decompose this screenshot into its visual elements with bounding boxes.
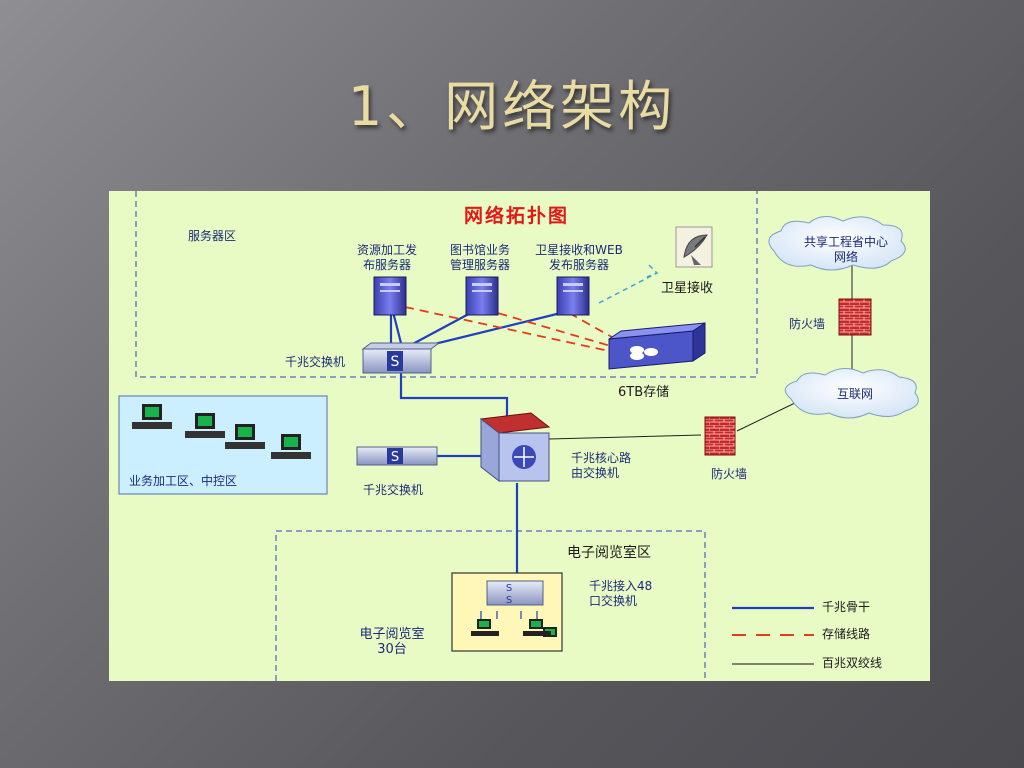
diagram-title: 网络拓扑图 bbox=[464, 205, 570, 227]
server-switch-icon: S bbox=[361, 342, 441, 374]
server-resource-label: 资源加工发布服务器 bbox=[356, 243, 417, 272]
svg-text:S: S bbox=[391, 450, 399, 465]
reading-zone-label: 电子阅览室区 bbox=[567, 545, 651, 561]
cloud-internet-icon bbox=[784, 368, 919, 419]
firewall-top-label: 防火墙 bbox=[789, 317, 826, 331]
svg-text:S: S bbox=[506, 583, 512, 594]
storage-links bbox=[404, 306, 620, 352]
business-zone-label: 业务加工区、中控区 bbox=[129, 474, 238, 488]
business-switch-label: 千兆交换机 bbox=[363, 483, 424, 497]
server-switch-label: 千兆交换机 bbox=[285, 355, 346, 369]
svg-text:S: S bbox=[391, 354, 400, 370]
svg-text:S: S bbox=[506, 595, 512, 606]
business-switch-icon: S bbox=[356, 446, 438, 466]
firewall-right-icon bbox=[704, 416, 736, 456]
core-router-icon bbox=[479, 412, 551, 483]
network-topology-diagram: S S bbox=[109, 191, 930, 681]
legend-backbone-label: 千兆骨干 bbox=[822, 600, 871, 614]
diagram-graphics: S S bbox=[118, 191, 919, 681]
server-zone-label: 服务器区 bbox=[188, 229, 237, 243]
satellite-label: 卫星接收 bbox=[661, 281, 714, 296]
server-zone-border bbox=[135, 191, 758, 378]
legend-storage-label: 存储线路 bbox=[822, 627, 871, 641]
slide-title: 1、网络架构 bbox=[347, 75, 677, 138]
core-router-label: 千兆核心路由交换机 bbox=[571, 451, 632, 480]
business-workstations-icon bbox=[132, 404, 311, 459]
firewall-top-icon bbox=[838, 298, 872, 336]
storage-label: 6TB存储 bbox=[618, 385, 670, 400]
satellite-dish-icon bbox=[675, 226, 713, 268]
reading-zone-border bbox=[275, 530, 706, 681]
firewall-right-label: 防火墙 bbox=[711, 467, 748, 481]
satellite-wireless-link bbox=[598, 264, 659, 304]
cloud-shared-center-label: 共享工程省中心网络 bbox=[803, 235, 888, 264]
access-switch-box: S S bbox=[451, 572, 563, 652]
storage-array-icon bbox=[608, 322, 706, 370]
legend-twisted-label: 百兆双绞线 bbox=[822, 656, 883, 670]
server-satellite-web-icon bbox=[556, 276, 590, 316]
server-library-label: 图书馆业务管理服务器 bbox=[449, 243, 510, 272]
server-library-icon bbox=[465, 276, 499, 316]
cloud-internet-label: 互联网 bbox=[836, 387, 873, 401]
cloud-shared-center-icon bbox=[768, 216, 906, 271]
server-resource-icon bbox=[373, 276, 407, 316]
